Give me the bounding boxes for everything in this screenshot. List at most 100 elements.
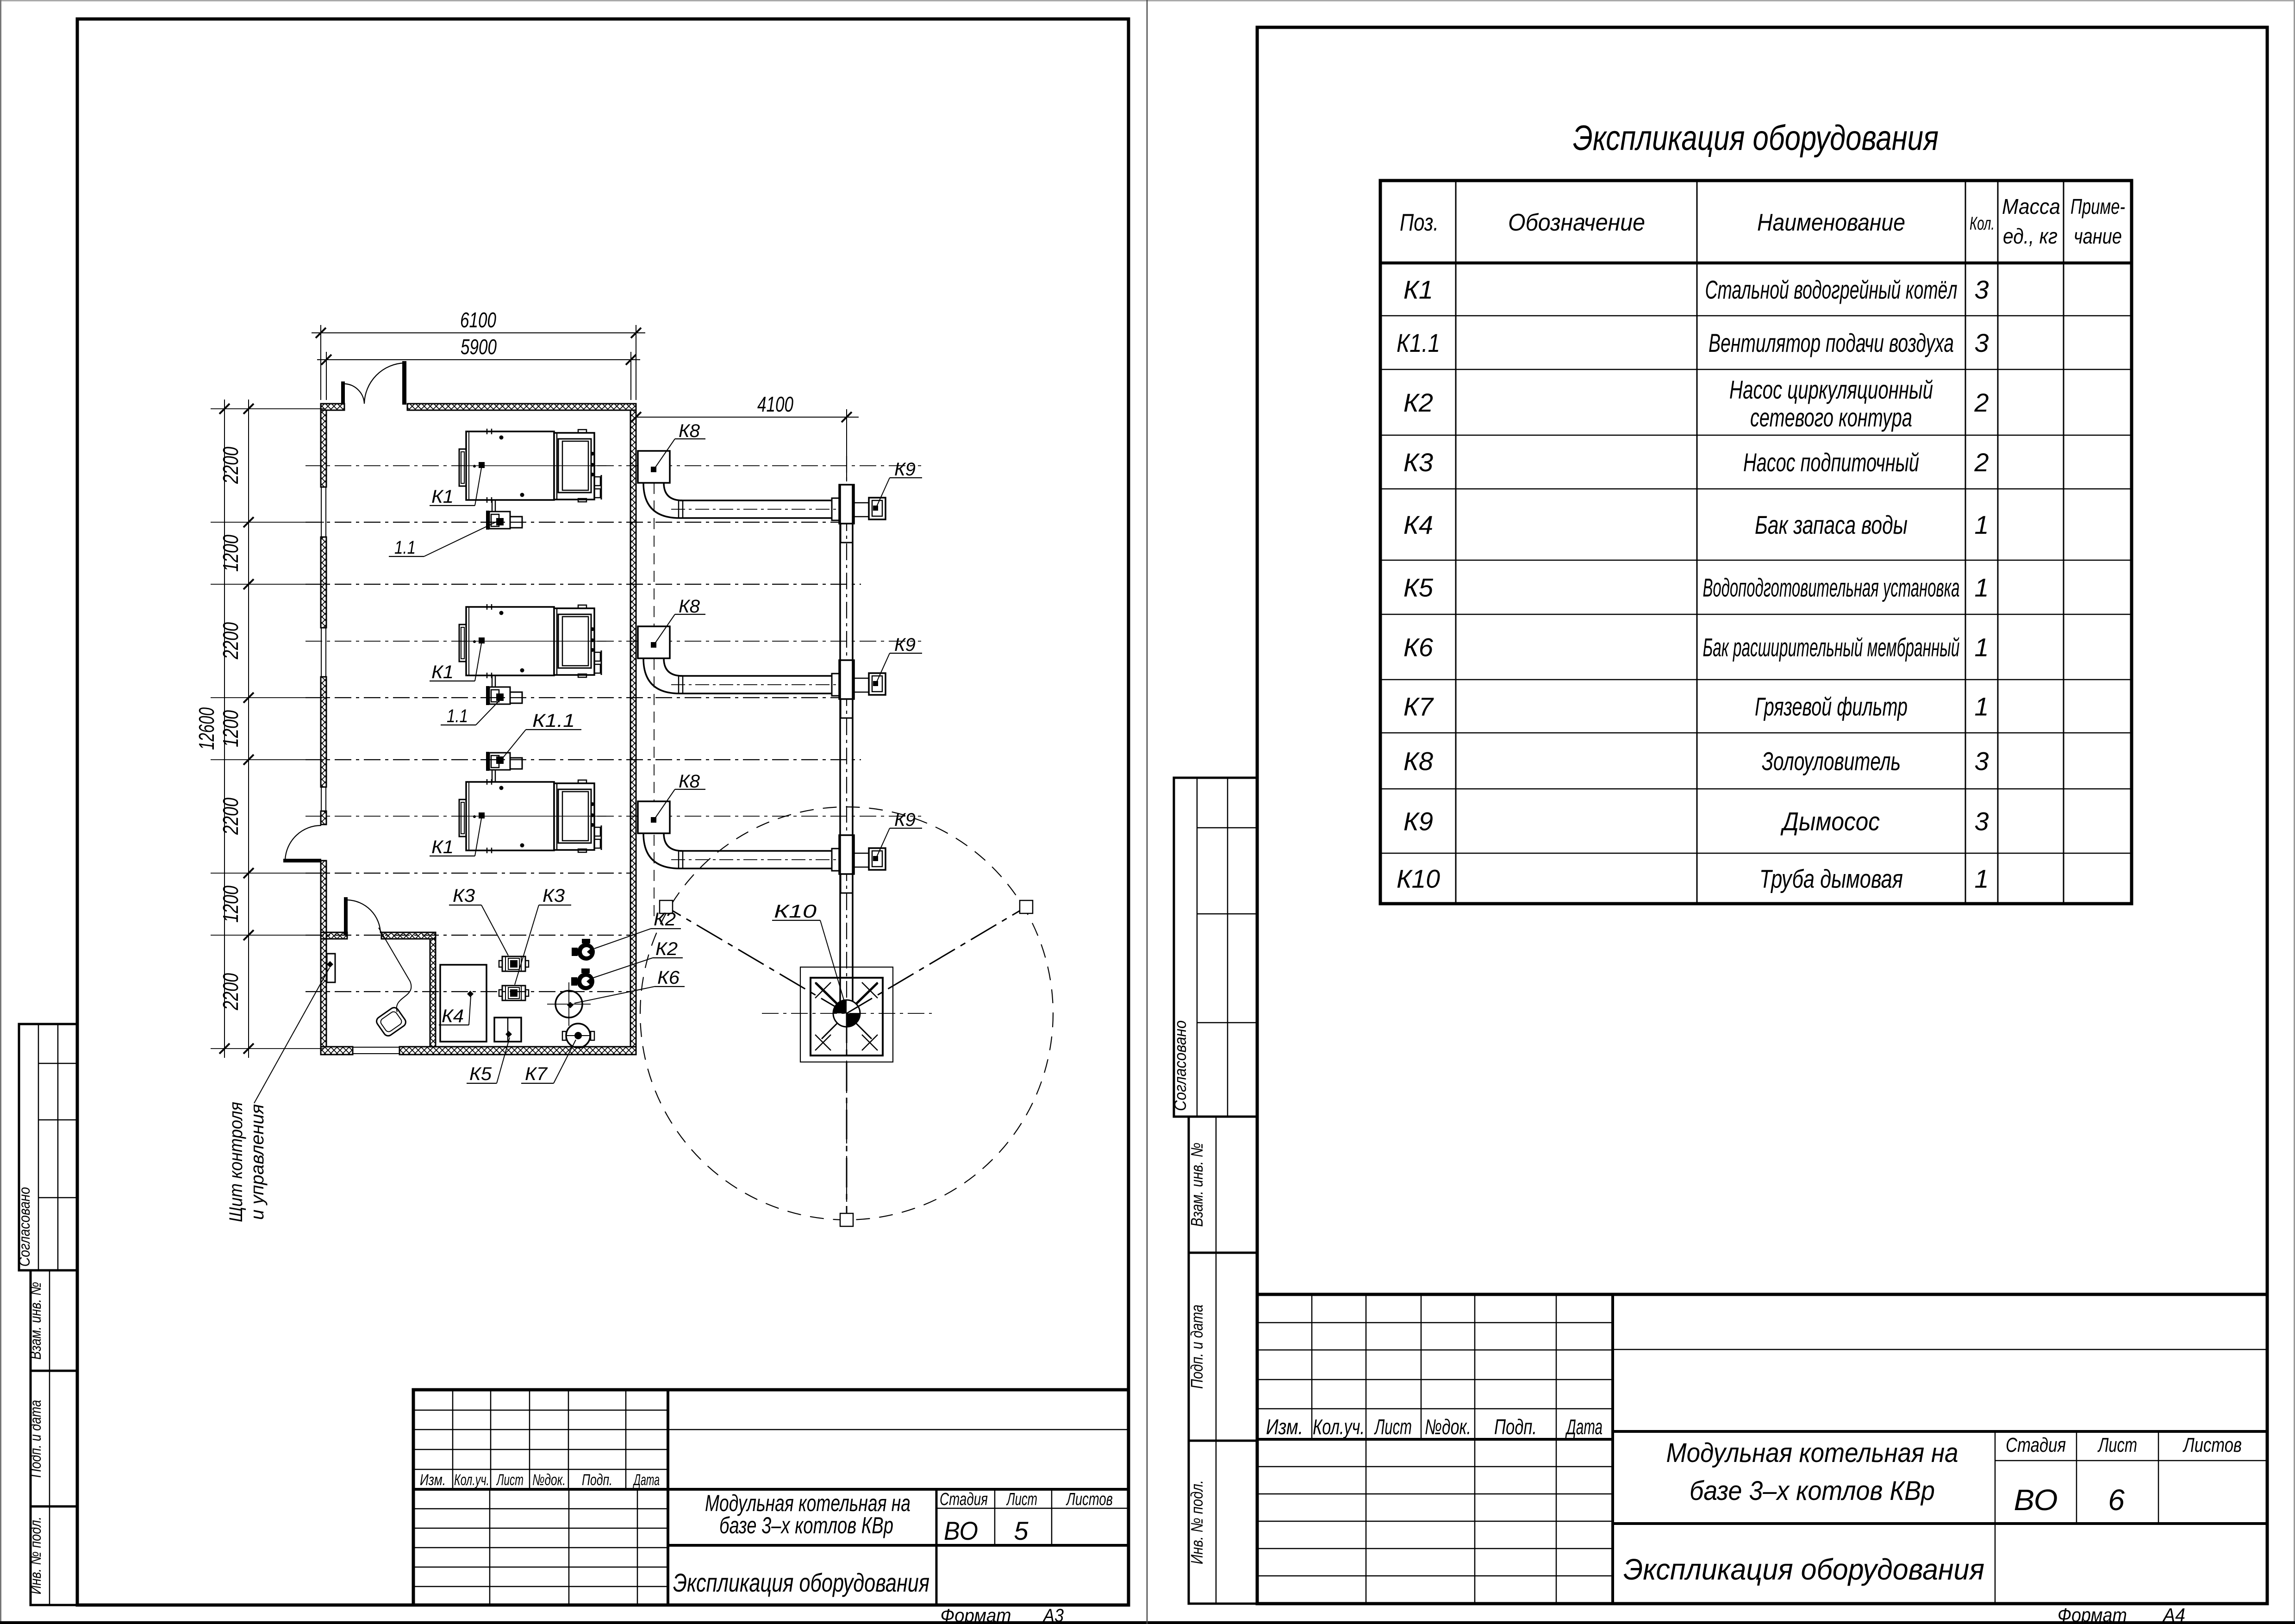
- svg-text:Изм.: Изм.: [1266, 1415, 1303, 1439]
- svg-text:Листов: Листов: [1066, 1490, 1113, 1509]
- svg-text:2200: 2200: [218, 447, 243, 484]
- svg-text:К1.1: К1.1: [1397, 328, 1440, 357]
- svg-text:Наименование: Наименование: [1757, 209, 1905, 236]
- svg-text:Дата: Дата: [1565, 1415, 1603, 1439]
- svg-text:А3: А3: [1042, 1605, 1064, 1624]
- svg-text:К9: К9: [894, 635, 916, 655]
- svg-text:Инв. № подл.: Инв. № подл.: [1187, 1480, 1206, 1564]
- svg-text:К8: К8: [1403, 747, 1433, 776]
- svg-text:К3: К3: [453, 886, 475, 906]
- svg-text:Формат: Формат: [2058, 1604, 2127, 1624]
- svg-text:Листов: Листов: [2183, 1434, 2242, 1456]
- svg-text:К8: К8: [679, 421, 700, 441]
- svg-text:Кол.уч.: Кол.уч.: [454, 1471, 489, 1489]
- svg-text:ед., кг: ед., кг: [2003, 224, 2058, 248]
- svg-text:4100: 4100: [757, 392, 793, 416]
- svg-text:К9: К9: [894, 459, 916, 480]
- svg-text:1: 1: [1974, 510, 1989, 539]
- svg-text:К6: К6: [1403, 633, 1434, 662]
- svg-text:Кол.: Кол.: [1970, 213, 1995, 234]
- svg-text:К1: К1: [431, 662, 454, 682]
- svg-text:2200: 2200: [218, 798, 243, 835]
- svg-text:Формат: Формат: [941, 1605, 1011, 1624]
- svg-text:Подп.: Подп.: [1494, 1415, 1537, 1439]
- svg-text:Подп.: Подп.: [582, 1471, 612, 1489]
- svg-text:Кол.уч.: Кол.уч.: [1313, 1415, 1365, 1439]
- svg-text:К10: К10: [774, 901, 817, 922]
- svg-text:К4: К4: [442, 1006, 464, 1026]
- svg-text:К4: К4: [1403, 510, 1433, 539]
- svg-text:Модульная котельная на: Модульная котельная на: [705, 1490, 911, 1516]
- svg-text:Лист: Лист: [496, 1471, 524, 1489]
- svg-text:базе 3–х котлов КВр: базе 3–х котлов КВр: [1690, 1476, 1935, 1506]
- svg-text:Модульная котельная на: Модульная котельная на: [1666, 1438, 1958, 1468]
- svg-text:3: 3: [1974, 275, 1989, 304]
- svg-text:Бак запаса воды: Бак запаса воды: [1755, 510, 1908, 539]
- svg-text:6: 6: [2108, 1483, 2125, 1517]
- svg-text:Масса: Масса: [2002, 194, 2060, 219]
- svg-text:1.1: 1.1: [394, 537, 416, 558]
- svg-text:Подп. и дата: Подп. и дата: [1187, 1305, 1206, 1389]
- svg-text:Стадия: Стадия: [940, 1490, 988, 1509]
- svg-text:1.1: 1.1: [447, 706, 468, 726]
- svg-text:Согласовано: Согласовано: [1171, 1020, 1190, 1111]
- svg-text:Экспликация оборудования: Экспликация оборудования: [1573, 119, 1939, 158]
- svg-text:Грязевой фильтр: Грязевой фильтр: [1755, 692, 1908, 721]
- svg-text:№док.: №док.: [1425, 1415, 1471, 1439]
- svg-text:Щит контроля: Щит контроля: [226, 1102, 246, 1222]
- svg-text:1200: 1200: [218, 710, 243, 747]
- svg-text:К7: К7: [1403, 692, 1434, 721]
- svg-text:1: 1: [1974, 864, 1989, 893]
- svg-text:Инв. № подл.: Инв. № подл.: [27, 1517, 44, 1594]
- svg-text:базе 3–х котлов КВр: базе 3–х котлов КВр: [719, 1512, 893, 1538]
- svg-text:Согласовано: Согласовано: [16, 1187, 33, 1267]
- svg-text:Лист: Лист: [2097, 1434, 2137, 1456]
- svg-text:Взам. инв. №: Взам. инв. №: [1187, 1143, 1206, 1227]
- svg-text:Экспликация оборудования: Экспликация оборудования: [673, 1568, 929, 1597]
- svg-text:6100: 6100: [460, 308, 496, 332]
- svg-text:Стадия: Стадия: [2006, 1434, 2066, 1456]
- svg-text:Водоподготовительная установка: Водоподготовительная установка: [1703, 573, 1960, 602]
- svg-text:Насос циркуляционный: Насос циркуляционный: [1729, 375, 1933, 404]
- svg-text:2: 2: [1974, 388, 1989, 417]
- svg-text:сетевого контура: сетевого контура: [1750, 403, 1912, 432]
- svg-text:Лист: Лист: [1006, 1490, 1037, 1509]
- svg-text:К2: К2: [654, 909, 676, 930]
- svg-text:1200: 1200: [218, 886, 243, 923]
- svg-text:ВО: ВО: [944, 1516, 978, 1545]
- svg-text:Насос подпиточный: Насос подпиточный: [1743, 448, 1919, 477]
- svg-text:3: 3: [1974, 328, 1989, 357]
- svg-text:1: 1: [1974, 573, 1989, 602]
- svg-text:5900: 5900: [461, 335, 497, 359]
- svg-text:К5: К5: [1403, 573, 1434, 602]
- svg-text:Поз.: Поз.: [1400, 209, 1439, 236]
- svg-text:2200: 2200: [218, 622, 243, 660]
- svg-text:12600: 12600: [194, 707, 218, 750]
- svg-text:Дата: Дата: [633, 1471, 660, 1489]
- svg-text:К6: К6: [657, 968, 680, 988]
- svg-text:ВО: ВО: [2014, 1483, 2058, 1517]
- svg-text:3: 3: [1974, 747, 1989, 776]
- svg-text:Бак расширительный мембранный: Бак расширительный мембранный: [1703, 633, 1960, 662]
- svg-text:К3: К3: [543, 886, 565, 906]
- svg-text:А4: А4: [2162, 1604, 2185, 1624]
- svg-text:Труба дымовая: Труба дымовая: [1759, 864, 1903, 893]
- svg-text:Экспликация оборудования: Экспликация оборудования: [1623, 1553, 1984, 1586]
- svg-text:1: 1: [1974, 692, 1989, 721]
- svg-text:К9: К9: [1403, 807, 1433, 836]
- svg-text:К1: К1: [431, 837, 454, 857]
- svg-text:К1: К1: [1403, 275, 1433, 304]
- svg-text:Приме-: Приме-: [2070, 194, 2125, 219]
- svg-text:К8: К8: [679, 596, 700, 617]
- svg-text:К1.1: К1.1: [532, 711, 575, 731]
- svg-text:К5: К5: [469, 1064, 492, 1084]
- svg-text:Обозначение: Обозначение: [1508, 209, 1645, 236]
- svg-text:1200: 1200: [218, 535, 243, 572]
- svg-text:Стальной водогрейный котёл: Стальной водогрейный котёл: [1705, 275, 1958, 304]
- svg-text:2200: 2200: [218, 973, 243, 1011]
- svg-text:К2: К2: [655, 939, 678, 959]
- svg-text:К2: К2: [1403, 388, 1433, 417]
- svg-text:Лист: Лист: [1374, 1415, 1412, 1439]
- svg-text:2: 2: [1974, 448, 1989, 477]
- svg-text:К10: К10: [1397, 864, 1440, 893]
